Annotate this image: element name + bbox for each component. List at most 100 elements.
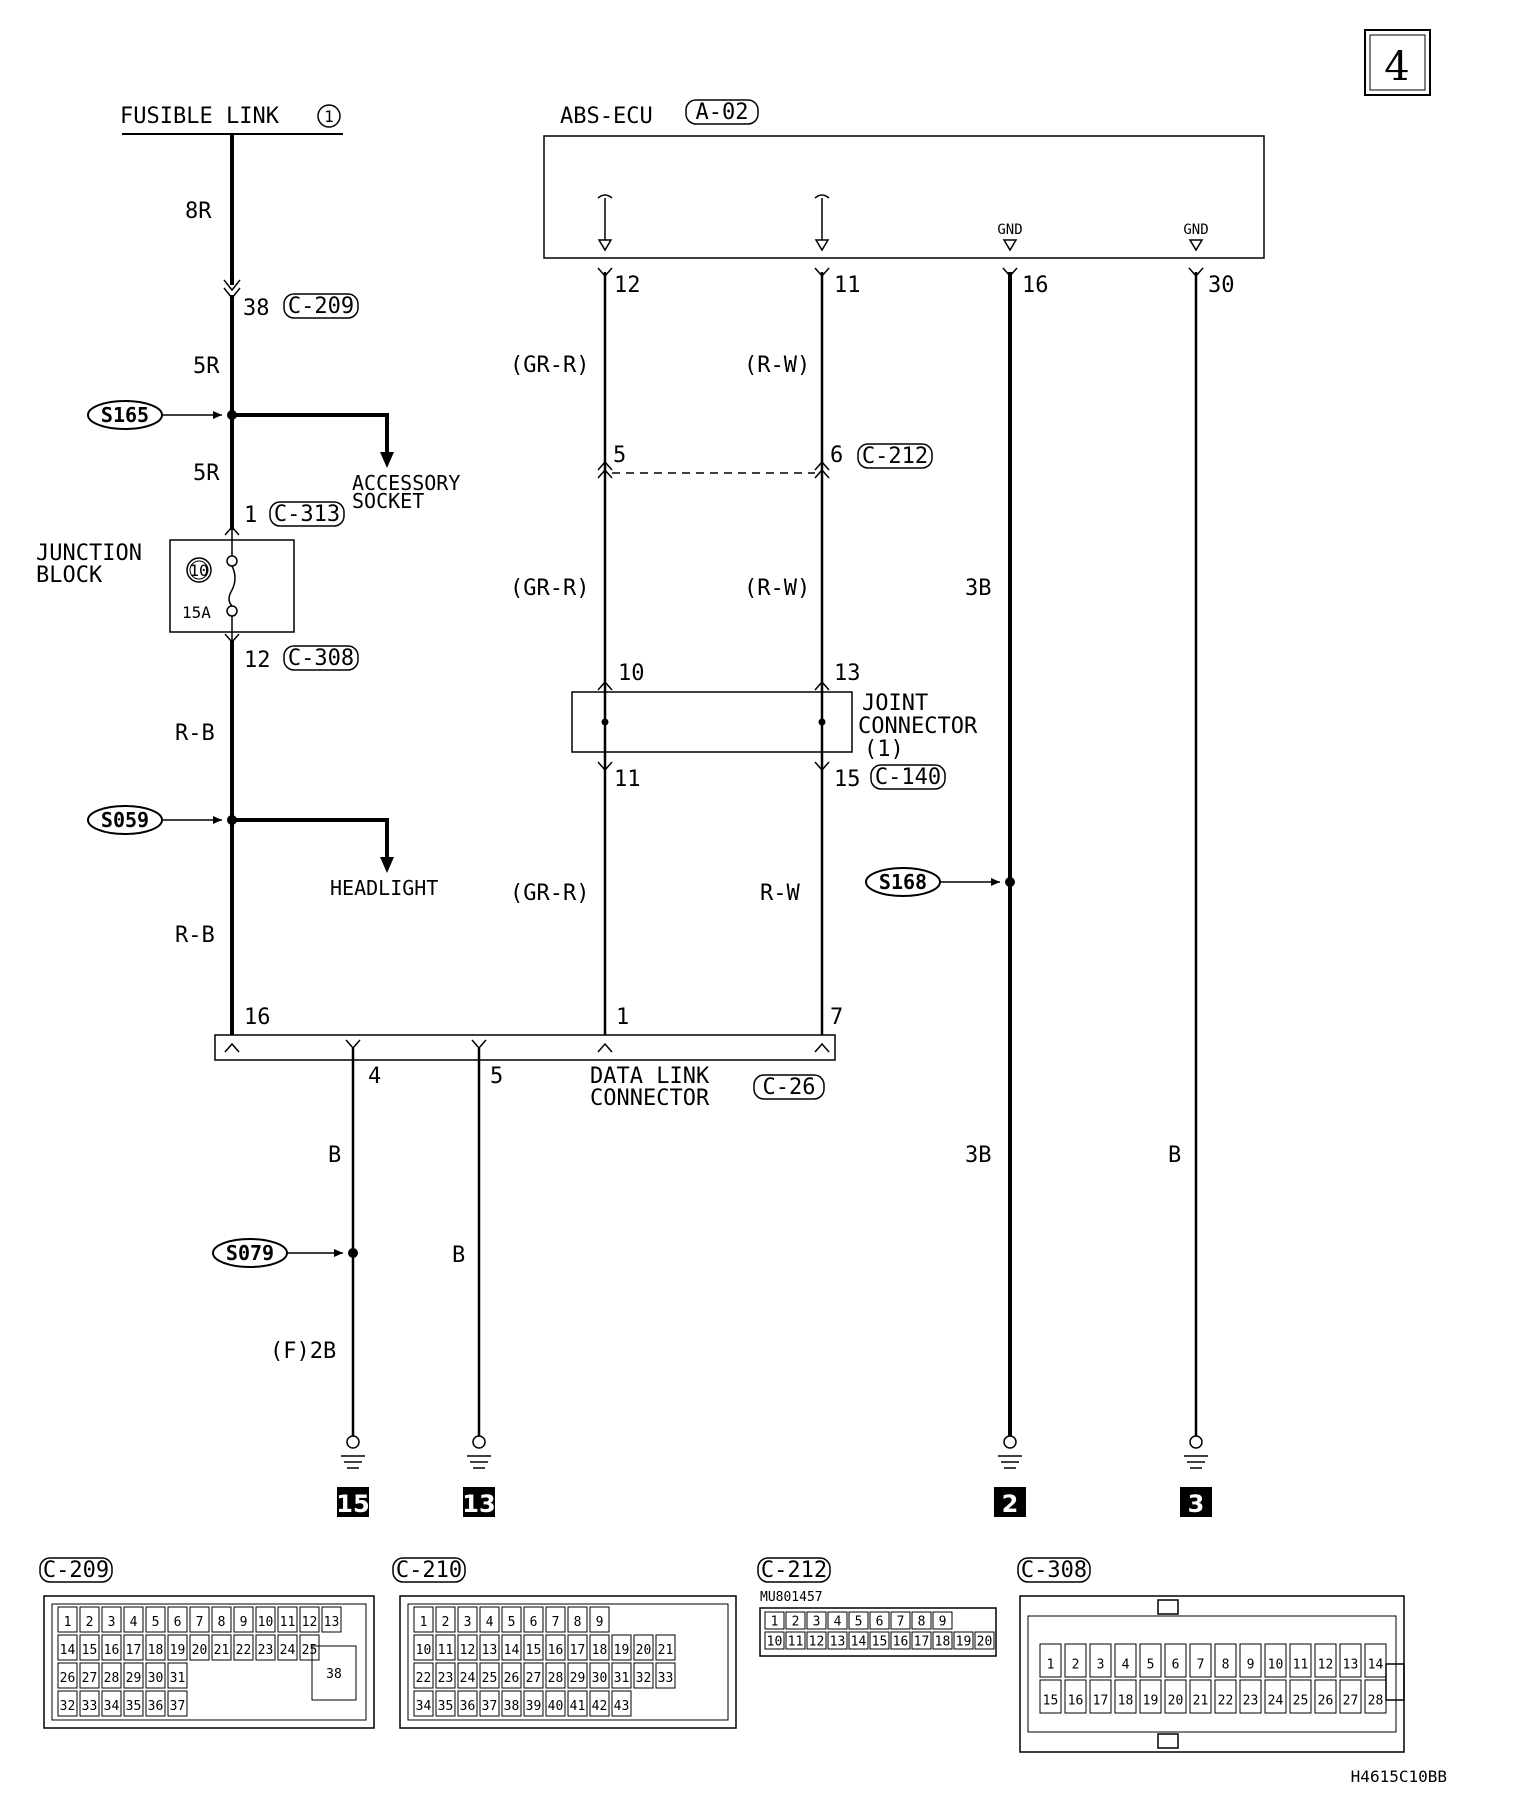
svg-text:S165: S165 — [101, 403, 149, 427]
svg-text:C-26: C-26 — [763, 1075, 816, 1100]
face-pin: 24 — [280, 1643, 296, 1658]
face-pin: 8 — [574, 1615, 582, 1630]
ground-number-2: 2 — [1002, 1490, 1019, 1518]
wire-label-rw-3: R-W — [760, 881, 800, 906]
face-pin: 17 — [570, 1643, 586, 1658]
face-pin: 4 — [834, 1615, 842, 1630]
pin-12-c308: 12 — [244, 648, 271, 673]
svg-text:C-308: C-308 — [288, 646, 354, 671]
face-pin: 16 — [893, 1635, 909, 1650]
face-pin: 17 — [914, 1635, 930, 1650]
face-pin: 19 — [1143, 1693, 1159, 1708]
joint-connector: 10 13 JOINT CONNECTOR (1) 11 15 C-140 — [571, 661, 978, 792]
face-pin: 35 — [438, 1699, 454, 1714]
face-pin: 26 — [60, 1671, 76, 1686]
face-pin: 21 — [1193, 1693, 1209, 1708]
face-pin: 40 — [548, 1699, 564, 1714]
ground-number-3: 3 — [1188, 1490, 1205, 1518]
face-pin: 5 — [508, 1615, 516, 1630]
face-pin: 34 — [416, 1699, 432, 1714]
ground-2-icon: 2 — [994, 1435, 1026, 1518]
ground-number-13: 13 — [462, 1490, 495, 1518]
wire-label-grr-3: (GR-R) — [510, 881, 589, 906]
face-pin: 31 — [170, 1671, 186, 1686]
face-pin: 22 — [236, 1643, 252, 1658]
pin-6-c212: 6 — [830, 443, 843, 468]
face-pin: 29 — [126, 1671, 142, 1686]
face-pin: 23 — [258, 1643, 274, 1658]
splice-s059: S059 — [87, 805, 237, 835]
face-pin: 12 — [460, 1643, 476, 1658]
data-link-line1: DATA LINK — [590, 1064, 710, 1089]
connector-face-tag-c209: C-209 — [39, 1557, 113, 1583]
face-pin: 7 — [196, 1615, 204, 1630]
svg-text:C-210: C-210 — [396, 1558, 462, 1583]
face-pin: 15 — [526, 1643, 542, 1658]
face-pin: 1 — [64, 1615, 72, 1630]
face-pin: 18 — [592, 1643, 608, 1658]
fusible-link-number: 1 — [324, 107, 334, 126]
face-pin: 4 — [486, 1615, 494, 1630]
face-pin: 10 — [258, 1615, 274, 1630]
face-pin: 2 — [86, 1615, 94, 1630]
face-pin: 9 — [939, 1615, 947, 1630]
pin-5-dlc: 5 — [490, 1064, 503, 1089]
connector-tag-c308: C-308 — [283, 645, 359, 671]
face-pin: 28 — [1368, 1693, 1384, 1708]
face-pin: 27 — [1343, 1693, 1359, 1708]
face-pin: 14 — [60, 1643, 76, 1658]
data-link-connector: DATA LINK CONNECTOR C-26 — [214, 1034, 836, 1111]
abs-ecu-label: ABS-ECU — [560, 104, 653, 129]
face-pin: 29 — [570, 1671, 586, 1686]
connector-tag-a02: A-02 — [685, 99, 759, 125]
face-pin: 11 — [1293, 1657, 1309, 1672]
connector-c212-inline — [597, 460, 830, 479]
svg-text:C-209: C-209 — [288, 294, 354, 319]
face-pin: 12 — [302, 1615, 318, 1630]
face-pin: 19 — [170, 1643, 186, 1658]
face-pin: 37 — [170, 1699, 186, 1714]
svg-text:S079: S079 — [226, 1241, 274, 1265]
wire-label-5r-lower: 5R — [193, 461, 220, 486]
face-pin: 8 — [918, 1615, 926, 1630]
face-pin: 22 — [416, 1671, 432, 1686]
ground-symbols: 15 13 2 3 — [336, 1435, 1212, 1518]
face-pin: 9 — [1247, 1657, 1255, 1672]
face-pin: 5 — [855, 1615, 863, 1630]
c308-face — [1019, 1595, 1405, 1753]
face-pin: 20 — [636, 1643, 652, 1658]
face-pin: 23 — [438, 1671, 454, 1686]
face-pin: 13 — [482, 1643, 498, 1658]
face-pin: 36 — [148, 1699, 164, 1714]
face-pin: 12 — [809, 1635, 825, 1650]
connector-arrow-c313 — [224, 525, 240, 536]
pin-7-dlc: 7 — [830, 1005, 843, 1030]
wire-label-b-pin4: B — [328, 1143, 341, 1168]
pin-16-dlc: 16 — [244, 1005, 271, 1030]
fusible-link: FUSIBLE LINK 1 — [120, 104, 343, 135]
c209-face — [43, 1595, 375, 1729]
face-pin: 20 — [977, 1635, 993, 1650]
face-pin: 30 — [592, 1671, 608, 1686]
data-link-line2: CONNECTOR — [590, 1086, 710, 1111]
splice-s079: S079 — [212, 1238, 358, 1268]
face-pin: 25 — [302, 1643, 318, 1658]
branch-headlight — [232, 818, 389, 860]
pin-16-ecu: 16 — [1022, 273, 1049, 298]
ground-number-15: 15 — [336, 1490, 369, 1518]
face-pin: 39 — [526, 1699, 542, 1714]
face-pin: 4 — [1122, 1657, 1130, 1672]
wire-label-grr-1: (GR-R) — [510, 353, 589, 378]
wire-label-rb-upper: R-B — [175, 721, 215, 746]
face-pin: 15 — [1043, 1693, 1059, 1708]
face-pin: 10 — [416, 1643, 432, 1658]
joint-connector-line3: (1) — [864, 737, 904, 762]
face-pin: 31 — [614, 1671, 630, 1686]
svg-text:C-212: C-212 — [862, 444, 928, 469]
wire-label-rb-lower: R-B — [175, 923, 215, 948]
